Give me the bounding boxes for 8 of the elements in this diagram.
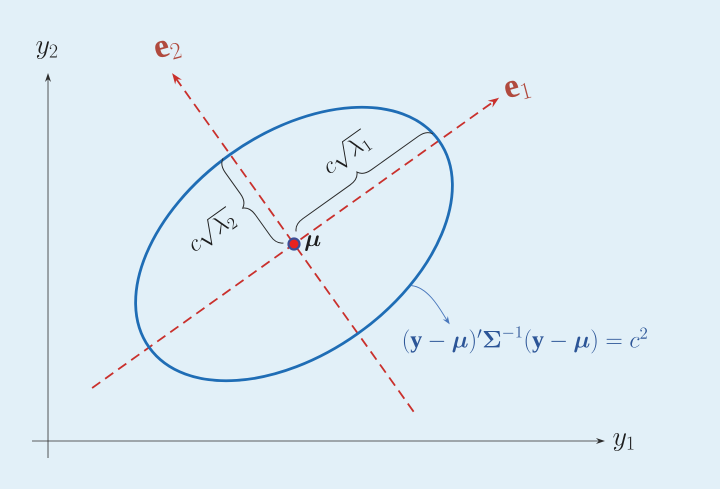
axis-label: $y_2$	[36, 40, 58, 59]
equation: $(\mathbf{y}-\boldsymbol{\mu})'\boldsymbol{\Sigma}^{-1}(\mathbf{y}-\boldsymbol{\mu})=c^2$	[404, 326, 647, 354]
vector-label: $\mathbf{e}_2$	[155, 40, 182, 60]
brace-label: $c\sqrt{\lambda_2}$	[192, 206, 238, 251]
point-label: $\boldsymbol{\mu}$	[305, 235, 320, 252]
brace-label: $c\sqrt{\lambda_1}$	[326, 128, 372, 174]
axis-label: $y_1$	[613, 432, 634, 451]
vector-label: $\mathbf{e}_1$	[505, 80, 532, 100]
